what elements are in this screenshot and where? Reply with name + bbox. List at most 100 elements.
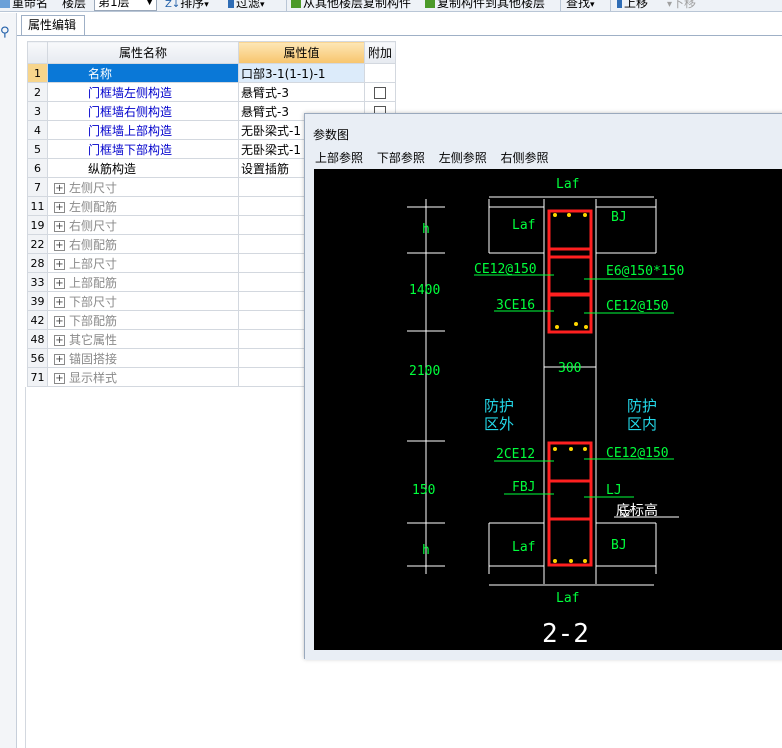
tab-property-edit[interactable]: 属性编辑: [21, 15, 85, 36]
property-name-cell[interactable]: + 右侧配筋: [47, 234, 239, 254]
tab-right-reference[interactable]: 右侧参照: [500, 151, 549, 165]
tab-top-reference[interactable]: 上部参照: [315, 151, 364, 165]
property-name-cell[interactable]: +下部配筋: [47, 310, 239, 330]
extra-checkbox[interactable]: [374, 86, 386, 99]
property-name-cell[interactable]: + 右侧尺寸: [47, 215, 239, 235]
bottom-elevation-label: 底标高: [616, 502, 658, 519]
property-name-label: 左侧尺寸: [69, 180, 118, 195]
property-name-cell[interactable]: 纵筋构造: [47, 158, 239, 178]
property-name-cell[interactable]: + 左侧尺寸: [47, 177, 239, 197]
rename-icon: [0, 0, 10, 8]
table-row[interactable]: 7+左侧尺寸: [27, 177, 396, 197]
property-value-header[interactable]: 属性值: [238, 41, 365, 64]
expand-icon[interactable]: +: [54, 258, 65, 270]
h-bottom-label: h: [422, 543, 430, 558]
cad-drawing-canvas: Laf Laf BJ h 1400 2100 150 h CE12@150 E6…: [314, 169, 782, 650]
row-number: 1: [27, 63, 48, 83]
property-name-label: 门框墙上部构造: [88, 123, 173, 138]
copy-to-floor-button[interactable]: 复制构件到其他楼层: [425, 0, 545, 11]
laf-left-bottom-label: Laf: [512, 540, 535, 555]
property-name-label: 右侧配筋: [69, 237, 118, 252]
ce12-right-label: CE12@150: [606, 299, 669, 314]
arrow-up-icon: [617, 0, 622, 8]
floor-select[interactable]: 第1层 ▼: [94, 0, 157, 11]
sort-icon: Z↓: [165, 0, 181, 10]
property-name-header[interactable]: 属性名称: [47, 41, 239, 64]
property-name-label: 下部尺寸: [69, 294, 118, 309]
property-name-cell[interactable]: +其它属性: [47, 329, 239, 349]
row-number: 6: [27, 158, 48, 178]
dim-300-label: 300: [558, 361, 581, 376]
search-icon[interactable]: ⚲: [0, 25, 10, 40]
property-name-label: 门框墙右侧构造: [88, 104, 173, 119]
row-number: 5: [27, 139, 48, 159]
lj-label: LJ: [606, 483, 622, 498]
property-name-cell[interactable]: 门框墙上部构造: [47, 120, 239, 140]
property-name-cell[interactable]: 门框墙左侧构造: [47, 82, 239, 102]
property-name-label: 右侧尺寸: [69, 218, 118, 233]
row-number: 42: [27, 310, 48, 330]
property-name-cell[interactable]: 门框墙右侧构造: [47, 101, 239, 121]
expand-icon[interactable]: +: [54, 315, 65, 327]
section-title: 2-2: [542, 619, 589, 649]
expand-icon[interactable]: +: [54, 296, 65, 308]
2ce12-label: 2CE12: [496, 447, 535, 462]
bj-top-label: BJ: [611, 210, 627, 225]
extra-cell[interactable]: [364, 82, 396, 102]
expand-icon[interactable]: +: [54, 353, 65, 365]
property-name-label: 左侧配筋: [69, 199, 118, 214]
row-number: 56: [27, 348, 48, 368]
property-name-cell[interactable]: + 下部尺寸: [47, 291, 239, 311]
tab-left-reference[interactable]: 左侧参照: [438, 151, 487, 165]
row-number: 3: [27, 101, 48, 121]
dim-2100-label: 2100: [409, 364, 440, 379]
expand-icon[interactable]: +: [54, 201, 65, 213]
row-number: 11: [27, 196, 48, 216]
expand-icon[interactable]: +: [54, 372, 65, 384]
copy-from-icon: [291, 0, 301, 8]
filter-button[interactable]: 过滤▾: [228, 0, 265, 11]
top-stirrup-2: [547, 255, 593, 297]
expand-icon[interactable]: +: [54, 182, 65, 194]
arrow-down-icon: ▾: [667, 0, 673, 10]
ce12-left-label: CE12@150: [474, 262, 537, 277]
expand-icon[interactable]: +: [54, 239, 65, 251]
property-name-cell[interactable]: 门框墙下部构造: [47, 139, 239, 159]
row-number: 39: [27, 291, 48, 311]
copy-from-floor-button[interactable]: 从其他楼层复制构件: [291, 0, 411, 11]
property-name-cell[interactable]: + 显示样式: [47, 367, 239, 387]
section-drawing: Laf Laf BJ h 1400 2100 150 h CE12@150 E6…: [407, 177, 684, 649]
move-up-button[interactable]: 上移: [617, 0, 648, 11]
expand-icon[interactable]: +: [54, 220, 65, 232]
rename-button[interactable]: 重命名: [0, 0, 48, 11]
3ce16-label: 3CE16: [496, 298, 535, 313]
property-value-cell[interactable]: 口部3-1(1-1)-1: [238, 63, 365, 83]
property-name-cell[interactable]: + 左侧配筋: [47, 196, 239, 216]
extra-header[interactable]: 附加: [364, 41, 396, 64]
property-name-cell[interactable]: +上部尺寸: [47, 253, 239, 273]
property-name-cell[interactable]: +锚固搭接: [47, 348, 239, 368]
parameter-diagram-dialog[interactable]: 参数图 上部参照 下部参照 左侧参照 右侧参照: [304, 113, 782, 660]
find-button[interactable]: 查找▾: [566, 0, 595, 10]
dialog-bottom-edge: [305, 650, 782, 660]
dialog-tab-bar: 上部参照 下部参照 左侧参照 右侧参照: [315, 149, 559, 165]
property-name-label: 显示样式: [69, 370, 118, 385]
property-value-cell[interactable]: 悬臂式-3: [238, 82, 365, 102]
toolbar: 重命名 楼层 第1层 ▼ Z↓排序▾ 过滤▾ 从其他楼层复制构件 复制构件到其他…: [0, 0, 782, 12]
expand-icon[interactable]: +: [54, 334, 65, 346]
property-name-cell[interactable]: +上部配筋: [47, 272, 239, 292]
tab-bottom-reference[interactable]: 下部参照: [376, 151, 425, 165]
row-number: 48: [27, 329, 48, 349]
outside-label-1: 防护: [484, 397, 514, 415]
sort-button[interactable]: Z↓排序▾: [165, 0, 209, 10]
move-down-button[interactable]: ▾下移: [667, 0, 697, 10]
e6-label: E6@150*150: [606, 264, 684, 279]
property-name-cell[interactable]: 名称: [47, 63, 239, 83]
property-name-label: 门框墙下部构造: [88, 142, 173, 157]
filter-icon: [228, 0, 234, 8]
elevation-triangle-icon: [618, 508, 632, 518]
grid-left-border: [25, 387, 26, 748]
expand-icon[interactable]: +: [54, 277, 65, 289]
